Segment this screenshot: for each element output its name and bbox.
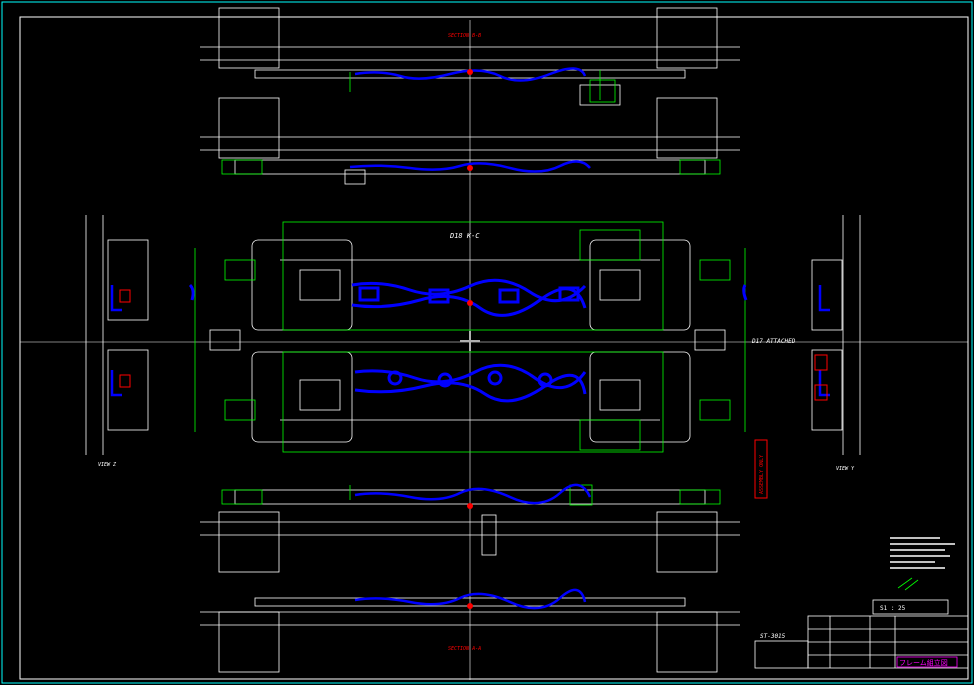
title-highlight <box>896 656 958 668</box>
notes-block <box>890 537 955 569</box>
scale-text: S1 : 25 <box>880 605 906 612</box>
center-point-icon <box>467 300 473 306</box>
section-bottom-label: SECTION A-A <box>448 646 481 652</box>
title-block-accents <box>897 577 919 591</box>
section-top-label: SECTION B-B <box>448 33 481 39</box>
vertical-stamp <box>754 439 768 499</box>
plan-view-parts <box>188 278 748 403</box>
title-block <box>754 599 969 669</box>
side-view-left <box>85 215 149 455</box>
center-point-icon <box>467 603 473 609</box>
center-point-icon <box>467 165 473 171</box>
drawing-number: ST-3015 <box>760 633 786 640</box>
section-bottom-parts <box>354 483 592 610</box>
center-point-icon <box>467 503 473 509</box>
detail-right-label: D17 ATTACHED <box>751 338 796 345</box>
title-block-name: フレーム組立図 <box>899 658 948 667</box>
center-point-icon <box>467 69 473 75</box>
crosshair-cursor-icon <box>460 331 480 351</box>
section-top-dimensions <box>221 70 721 175</box>
side-view-right <box>811 215 861 455</box>
vertical-stamp-text: ASSEMBLY ONLY <box>759 455 765 494</box>
side-view-highlights <box>119 289 828 401</box>
view-right-label: VIEW Y <box>836 466 855 472</box>
side-view-parts <box>110 285 830 397</box>
plan-view-dimensions <box>194 221 746 453</box>
detail-label: D18 K-C <box>449 232 480 240</box>
section-top-view <box>200 7 740 185</box>
view-left-label: VIEW Z <box>98 462 117 468</box>
section-top-parts <box>349 67 591 173</box>
inner-frame <box>19 16 969 680</box>
